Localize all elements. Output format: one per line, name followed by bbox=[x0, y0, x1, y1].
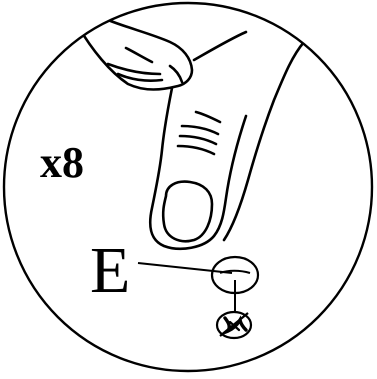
crossed-out-icon bbox=[217, 312, 251, 338]
magnification-label: x8 bbox=[40, 138, 84, 187]
callout-label: E bbox=[90, 234, 130, 307]
